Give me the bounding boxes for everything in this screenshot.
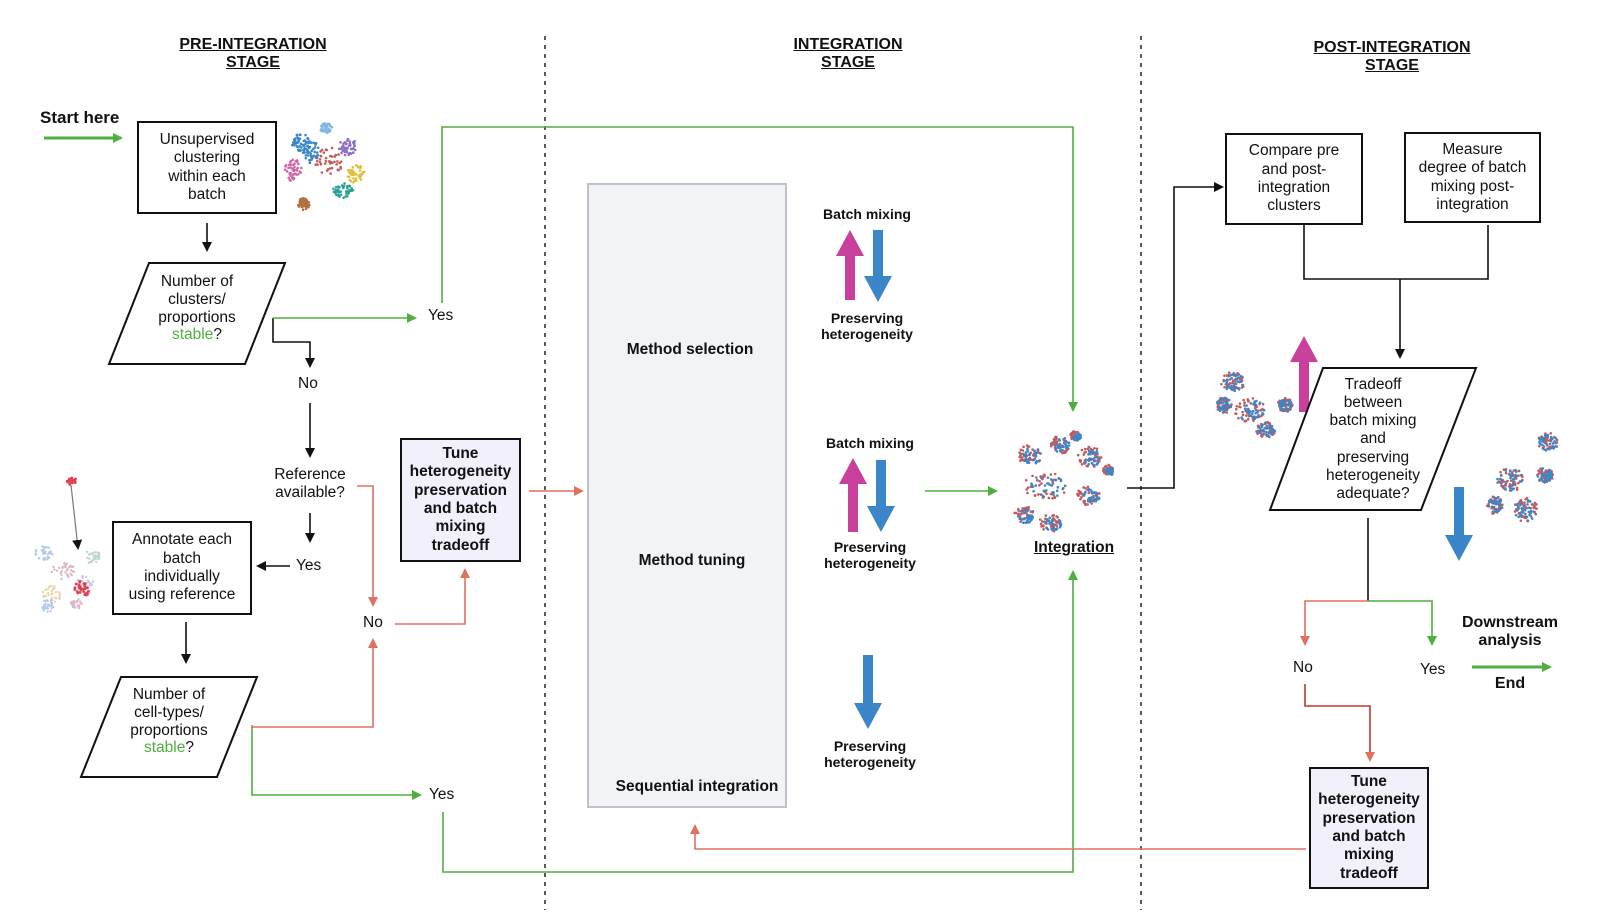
cluster-dots [1278, 399, 1293, 413]
arrow-tune-to-panel-bottom [690, 824, 1306, 850]
post-no-label: No [1293, 659, 1313, 676]
arrow-q2-yes [251, 727, 422, 800]
celltypes-stable-parallelogram [79, 676, 259, 778]
cluster-dots [314, 146, 343, 175]
batch-mixing-label-1: Batch mixing [823, 206, 911, 222]
reference-pointer [70, 484, 83, 550]
cluster-dots [1514, 499, 1538, 522]
cluster-dots [69, 598, 83, 610]
cluster-dots [73, 579, 90, 597]
cluster-dots [1496, 469, 1523, 492]
method-selection-label: Method selection [626, 341, 754, 358]
arrow-q1-to-no [272, 318, 315, 368]
no-label-1: No [298, 375, 318, 392]
cluster-dots [1043, 516, 1063, 531]
arrow-no-to-tune [395, 568, 470, 625]
cluster-dots [1053, 438, 1071, 453]
cluster-dots [301, 140, 320, 165]
cluster-dots [1216, 396, 1233, 414]
start-here-label: Start here [40, 108, 120, 127]
cluster-dots [41, 584, 62, 603]
up-arrow-icon-post [1290, 336, 1318, 412]
cluster-dots [1030, 476, 1067, 498]
cluster-dots [1022, 447, 1042, 465]
end-label: End [1494, 675, 1526, 692]
cluster-dots [332, 182, 355, 200]
no-label-2: No [363, 614, 383, 631]
cluster-dots [1072, 432, 1082, 442]
arrow-integration-to-compare [1127, 182, 1224, 489]
cluster-dots [85, 550, 101, 565]
cluster-dots [65, 476, 77, 486]
arrow-q2-to-no [251, 638, 378, 728]
post-yes-label: Yes [1420, 661, 1446, 678]
cluster-dots [1538, 433, 1558, 452]
clusters-stable-parallelogram [107, 262, 287, 365]
arrow-yes-to-integration-bottom [442, 570, 1078, 873]
join-compare-measure [1303, 225, 1489, 280]
arrow-post-no-to-tune [1304, 684, 1375, 762]
method-tuning-label: Method tuning [638, 552, 746, 569]
cluster-dots [34, 545, 54, 561]
cluster-dots [319, 122, 334, 135]
cluster-dots [1084, 449, 1101, 467]
batch-mixing-label-2: Batch mixing [826, 435, 914, 451]
down-arrow-icon-1 [854, 655, 882, 729]
cluster-dots [296, 196, 311, 212]
tradeoff-parallelogram [1268, 367, 1478, 511]
integration-label: Integration [1033, 539, 1115, 556]
cluster-dots [1104, 466, 1114, 476]
cluster-dots [41, 598, 55, 613]
yes-label-2: Yes [296, 557, 322, 574]
sequential-integration-label: Sequential integration [615, 778, 779, 795]
cluster-dots [1082, 487, 1101, 504]
cluster-dots [1256, 421, 1277, 438]
arrow-yes-to-integration-top [441, 126, 1078, 412]
yes-label-3: Yes [429, 786, 455, 803]
arrow-to-post-no [1300, 600, 1368, 646]
cluster-dots [50, 561, 76, 581]
arrow-to-post-yes [1368, 600, 1437, 646]
arrow-reference-to-no [357, 485, 378, 607]
yes-label-1: Yes [428, 307, 454, 324]
cluster-dots [1240, 399, 1266, 421]
up-down-arrows-icon-2 [839, 458, 895, 532]
cluster-dots [337, 137, 357, 157]
integration-methods-panel [587, 183, 787, 808]
up-down-arrows-icon-1 [836, 230, 892, 302]
cluster-dots [1016, 508, 1034, 525]
cluster-dots [1487, 496, 1502, 514]
cluster-dots [283, 158, 303, 182]
down-arrow-icon-post [1445, 487, 1473, 561]
cluster-dots [1222, 372, 1244, 393]
cluster-dots [346, 164, 366, 184]
cluster-dots [1536, 467, 1554, 483]
